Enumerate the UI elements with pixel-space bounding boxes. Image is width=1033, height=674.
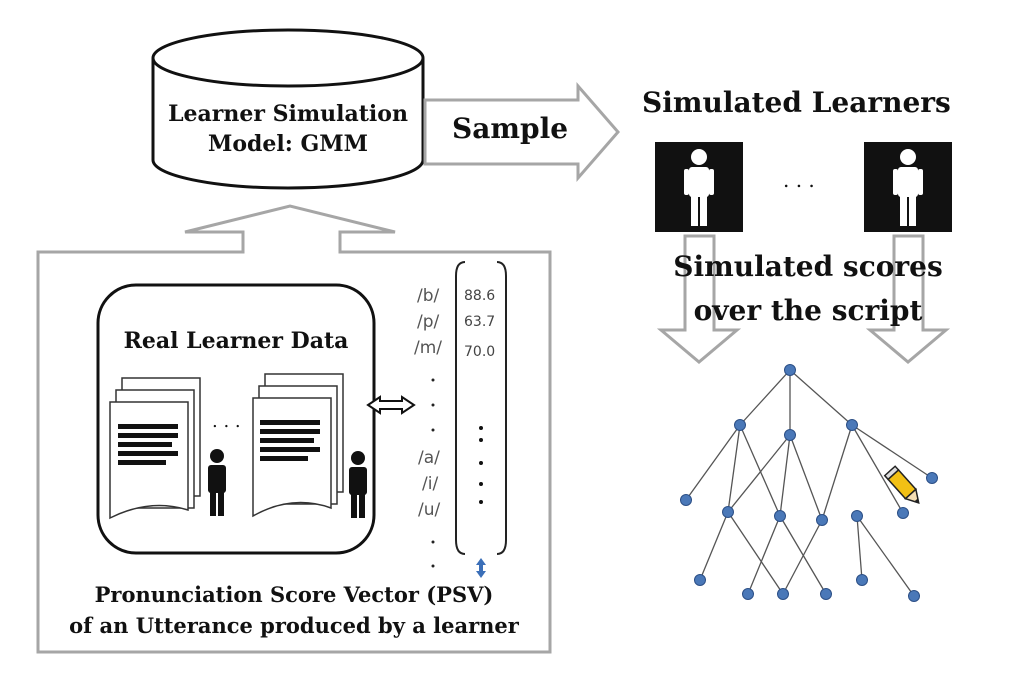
- phoneme-label: /b/: [417, 286, 440, 306]
- person-icon: [655, 142, 743, 232]
- person-icon: [208, 449, 226, 516]
- real-learner-data-title: Real Learner Data: [123, 328, 349, 354]
- database-cylinder-icon: [151, 28, 425, 190]
- documents-ellipsis: . . .: [212, 411, 241, 432]
- score-value: 70.0: [464, 344, 496, 360]
- vector-bracket-left: [455, 261, 466, 555]
- down-arrow-right: [865, 234, 951, 364]
- updown-arrow-icon: [476, 558, 486, 578]
- vector-bracket-right: [496, 261, 507, 555]
- down-arrow-left: [656, 234, 742, 364]
- phoneme-ellipsis-dots: [431, 378, 435, 568]
- psv-caption-line2: of an Utterance produced by a learner: [69, 613, 519, 638]
- script-graph-nodes: [680, 364, 938, 602]
- pencil-icon: [883, 465, 920, 504]
- document-text-lines: [118, 424, 178, 465]
- person-icon: [864, 142, 952, 232]
- learners-ellipsis: . . .: [783, 168, 815, 192]
- phoneme-label: /a/: [418, 448, 440, 468]
- simulated-scores-line1: Simulated scores: [673, 250, 943, 283]
- model-title-line1: Learner Simulation: [168, 101, 408, 127]
- sample-label: Sample: [452, 112, 569, 145]
- phoneme-label: /i/: [422, 474, 439, 494]
- person-icon: [349, 451, 367, 518]
- document-stack-icon: [252, 373, 344, 518]
- script-graph-edges: [685, 369, 933, 597]
- score-value: 63.7: [464, 314, 496, 330]
- feedback-bracket-arrow: [36, 204, 552, 654]
- simulated-learners-title: Simulated Learners: [642, 86, 951, 119]
- phoneme-label: /u/: [418, 500, 441, 520]
- psv-caption-line1: Pronunciation Score Vector (PSV): [94, 582, 494, 607]
- document-text-lines: [260, 420, 320, 461]
- value-ellipsis-dots: [479, 426, 483, 504]
- sample-arrow: [423, 81, 620, 183]
- score-value: 88.6: [464, 288, 496, 304]
- phoneme-label: /p/: [417, 312, 440, 332]
- document-stack-icon: [109, 377, 201, 520]
- phoneme-label: /m/: [414, 338, 443, 358]
- model-title-line2: Model: GMM: [207, 131, 369, 157]
- double-arrow-icon: [366, 395, 416, 415]
- simulated-scores-line2: over the script: [693, 294, 923, 327]
